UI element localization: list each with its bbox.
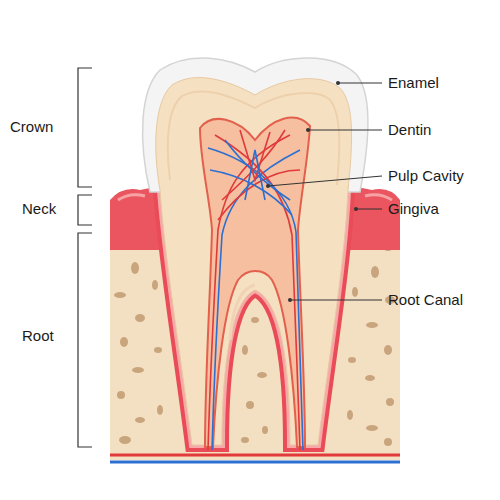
artery [110, 454, 400, 457]
part-label: Crown [10, 118, 53, 136]
furcation-line [230, 285, 255, 340]
part-label: Pulp Cavity [388, 167, 464, 185]
part-label: Dentin [388, 121, 431, 139]
blood-vessels [208, 130, 303, 450]
section-bracket [78, 68, 92, 447]
gingiva-highlight [118, 195, 145, 200]
part-label: Root Canal [388, 291, 463, 309]
part-label: Gingiva [388, 200, 439, 218]
leader-line [268, 83, 382, 300]
vein [110, 461, 400, 464]
part-label: Root [22, 327, 54, 345]
part-label: Enamel [388, 74, 439, 92]
leader-dot [266, 81, 358, 302]
gingiva-highlight [365, 195, 392, 200]
part-label: Neck [22, 200, 56, 218]
